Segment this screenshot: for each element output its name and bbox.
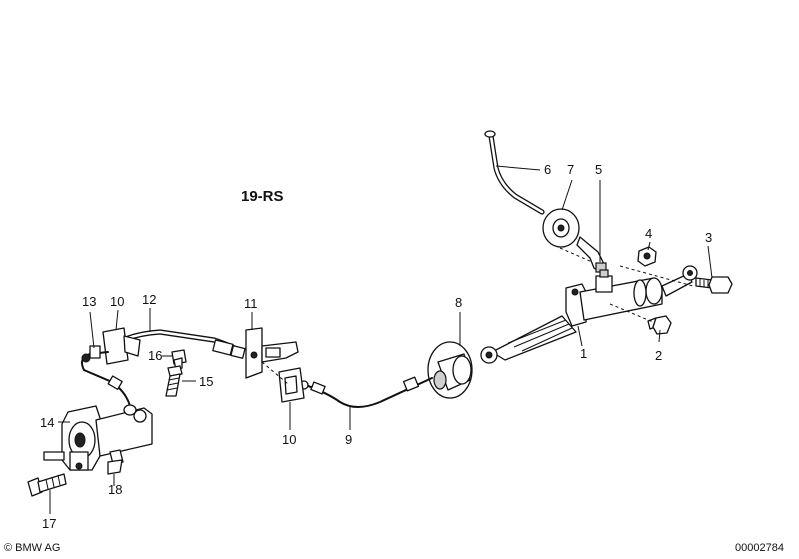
part-8-grommet[interactable] [427, 341, 473, 399]
part-7-grommet[interactable] [542, 208, 580, 248]
part-10-clip-upper[interactable] [102, 327, 141, 365]
group-label: 19-RS [241, 188, 284, 205]
callout-5: 5 [595, 162, 602, 177]
callout-6: 6 [544, 162, 551, 177]
callout-16: 16 [148, 348, 162, 363]
part-17-bolt[interactable] [27, 473, 67, 497]
callout-2: 2 [655, 348, 662, 363]
callout-7: 7 [567, 162, 574, 177]
copyright: © BMW AG [4, 542, 60, 554]
callout-17: 17 [42, 516, 56, 531]
callout-8: 8 [455, 295, 462, 310]
part-13-pipe[interactable] [81, 345, 131, 407]
callout-10-upper: 10 [110, 294, 124, 309]
part-10-clip-lower[interactable] [278, 367, 305, 403]
callout-10-lower: 10 [282, 432, 296, 447]
part-5-connector[interactable] [576, 236, 607, 273]
callout-13: 13 [82, 294, 96, 309]
leader-lines [49, 165, 713, 514]
callout-14: 14 [40, 415, 54, 430]
part-15-stud[interactable] [165, 365, 183, 397]
part-1-master-cylinder[interactable] [480, 265, 698, 364]
callout-12: 12 [142, 292, 156, 307]
part-18-bleed-screw[interactable] [107, 449, 124, 475]
callout-3: 3 [705, 230, 712, 245]
assembly-line [609, 303, 654, 323]
callout-15: 15 [199, 374, 213, 389]
callout-1: 1 [580, 346, 587, 361]
part-2-bolt[interactable] [647, 315, 672, 335]
callout-18: 18 [108, 482, 122, 497]
callout-4: 4 [645, 226, 652, 241]
callout-9: 9 [345, 432, 352, 447]
diagram-number: 00002784 [735, 542, 784, 554]
assembly-line [619, 265, 694, 287]
part-3-bolt[interactable] [695, 276, 733, 294]
callout-11: 11 [244, 296, 258, 311]
part-4-nut[interactable] [637, 246, 657, 267]
part-14-slave-cylinder[interactable] [43, 404, 153, 471]
callouts: 6 7 5 4 3 2 1 8 9 10 11 12 10 13 16 15 1… [40, 162, 712, 531]
part-6-hose[interactable] [484, 130, 545, 215]
part-11-bracket[interactable] [245, 327, 299, 379]
part-9-pipe[interactable] [299, 376, 433, 408]
